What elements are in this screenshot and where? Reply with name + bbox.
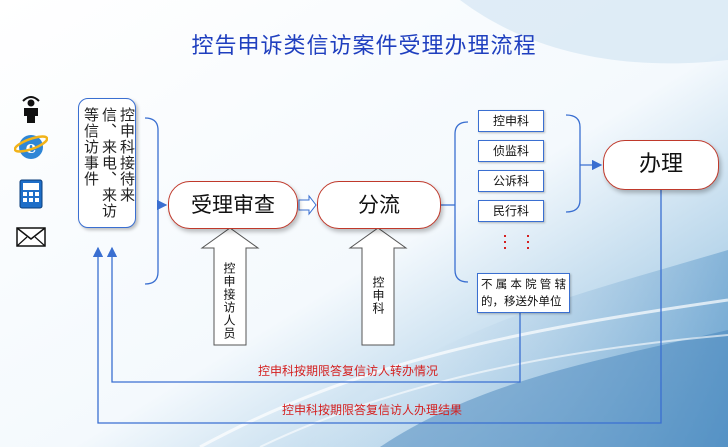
department-box: 公诉科	[478, 170, 544, 192]
outside-jurisdiction-box: 不属本院管辖的，移送外单位	[477, 273, 570, 313]
internet-icon: e	[14, 135, 48, 159]
mail-icon	[16, 227, 46, 247]
progress-reply-note: 控申科按期限答复信访人转办情况	[258, 364, 439, 378]
visitor-icon	[22, 96, 40, 123]
department-box: 侦监科	[478, 140, 544, 162]
intake-text: 控申科接待来信、来电、来访等信访事件	[82, 107, 136, 219]
department-box: 民行科	[478, 200, 544, 222]
handle-node: 办理	[603, 140, 719, 190]
telephone-icon	[19, 179, 43, 209]
result-reply-note: 控申科按期限答复信访人办理结果	[282, 403, 463, 417]
intake-box: 控申科接待来信、来电、来访等信访事件	[78, 98, 136, 228]
split-node: 分流	[317, 181, 441, 229]
review-input-label: 控申接访人员	[222, 262, 236, 340]
department-box: 控申科	[478, 110, 544, 132]
page-title: 控告申诉类信访案件受理办理流程	[191, 34, 537, 59]
review-node: 受理审查	[168, 181, 298, 229]
split-input-label: 控申科	[371, 276, 385, 315]
